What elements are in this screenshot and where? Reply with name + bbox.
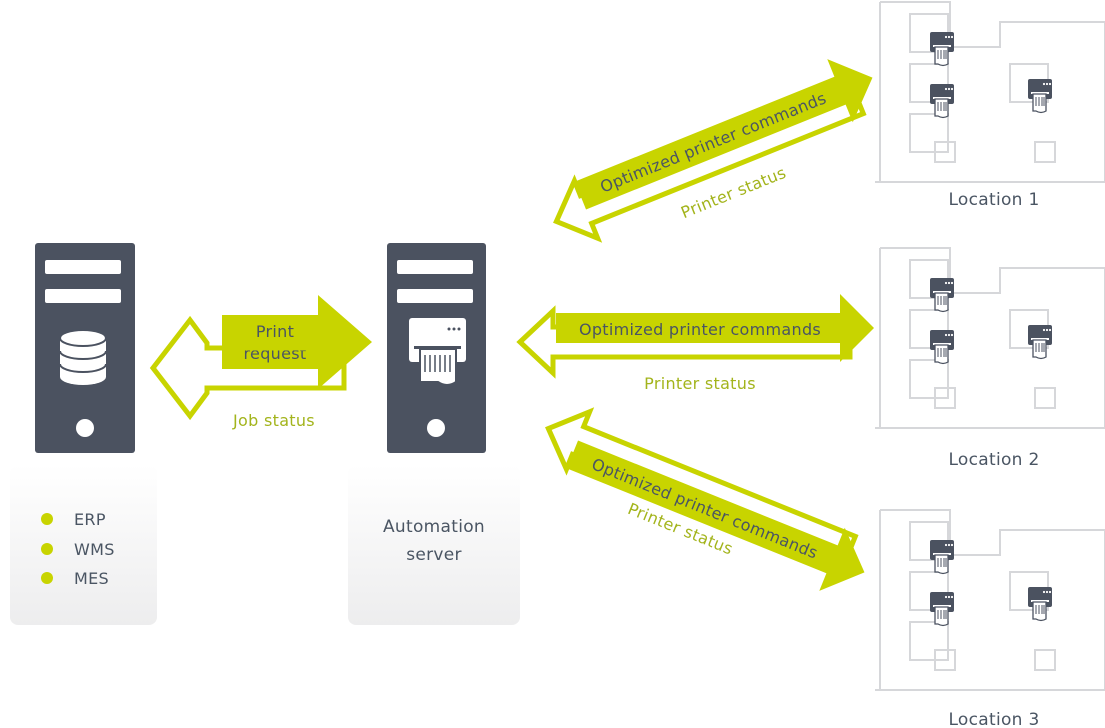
location-1-label: Location 1 — [948, 190, 1039, 210]
location-3-arrows: Optimized printer commands Printer statu… — [545, 407, 865, 606]
print-request-arrow — [222, 295, 372, 389]
erp-card — [10, 465, 157, 625]
location-1-building — [875, 2, 1105, 182]
location-1-arrows: Optimized printer commands Printer statu… — [553, 59, 881, 259]
automation-card — [348, 465, 520, 625]
job-status-bg — [210, 405, 338, 435]
erp-item: ERP — [74, 510, 106, 529]
wms-item: WMS — [74, 540, 115, 559]
print-request-line1: Print — [256, 322, 294, 341]
location-3-label: Location 3 — [948, 710, 1039, 728]
erp-list: ERP WMS MES — [41, 510, 115, 588]
bullet-dot-icon — [41, 572, 53, 584]
print-server-icon — [387, 243, 486, 453]
status-label-2: Printer status — [644, 374, 756, 393]
database-server-icon — [35, 243, 135, 453]
location-2-building — [875, 248, 1105, 428]
automation-label-line1: Automation — [383, 517, 485, 537]
bullet-dot-icon — [41, 513, 53, 525]
automation-label-line2: server — [406, 545, 462, 565]
mes-item: MES — [74, 569, 109, 588]
commands-label-2: Optimized printer commands — [579, 320, 821, 339]
location-2-label: Location 2 — [948, 450, 1039, 470]
location-2-arrows: Optimized printer commands Printer statu… — [516, 294, 874, 397]
job-status-label: Job status — [232, 411, 315, 430]
location-3-building — [875, 510, 1105, 690]
job-status-arrow — [149, 315, 347, 421]
bullet-dot-icon — [41, 543, 53, 555]
